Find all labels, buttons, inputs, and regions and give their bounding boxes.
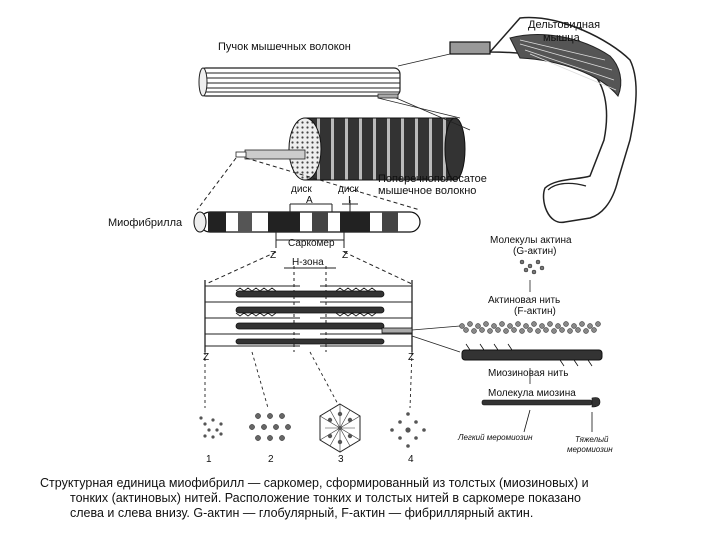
label-actin-molecules-line1: Молекулы актина bbox=[490, 235, 572, 246]
cross-section-4 bbox=[390, 412, 426, 448]
actin-molecules bbox=[519, 259, 545, 275]
label-heavy-meromyosin-line2: меромиозин bbox=[567, 445, 613, 454]
label-disk-i-word: диск bbox=[338, 184, 359, 195]
caption-line-2: тонких (актиновых) нитей. Расположение т… bbox=[70, 491, 581, 505]
label-z-top-left: Z bbox=[270, 250, 276, 261]
label-striated-fiber-line2: мышечное волокно bbox=[378, 185, 476, 197]
label-sarcomere: Саркомер bbox=[288, 238, 335, 249]
sarcomere-filaments bbox=[204, 266, 413, 352]
label-z-top-right: Z bbox=[342, 250, 348, 261]
label-actin-filament-line2: (F-актин) bbox=[514, 306, 556, 317]
cross-section-3 bbox=[319, 403, 361, 453]
label-deltoid-line2: мышца bbox=[543, 32, 581, 44]
label-myosin-filament: Миозиновая нить bbox=[488, 368, 568, 379]
label-light-meromyosin: Легкий меромиозин bbox=[457, 433, 533, 442]
fiber-bundle bbox=[198, 67, 401, 99]
label-disk-a-letter: A bbox=[306, 195, 313, 206]
deltoid-cut bbox=[449, 41, 491, 55]
label-disk-a-word: диск bbox=[291, 184, 312, 195]
label-disk-i-letter: I bbox=[348, 195, 351, 206]
label-section-1: 1 bbox=[206, 454, 212, 465]
label-actin-molecules-line2: (G-актин) bbox=[513, 246, 557, 257]
label-z-bottom-left: Z bbox=[203, 352, 209, 363]
label-heavy-meromyosin-line1: Тяжелый bbox=[575, 435, 609, 444]
myosin-filament bbox=[461, 343, 603, 367]
caption-line-1: Структурная единица миофибрилл — саркоме… bbox=[40, 476, 589, 490]
myofibril bbox=[193, 211, 421, 233]
label-z-bottom-right: Z bbox=[408, 352, 414, 363]
muscle-fiber bbox=[235, 117, 466, 181]
arm-illustration bbox=[488, 16, 637, 223]
label-striated-fiber-line1: Поперечнополосатое bbox=[378, 173, 487, 185]
figure-caption: Структурная единица миофибрилл — саркоме… bbox=[40, 476, 680, 521]
label-section-4: 4 bbox=[408, 454, 414, 465]
myosin-molecule bbox=[481, 397, 601, 433]
caption-line-3: слева и слева внизу. G‑актин — глобулярн… bbox=[70, 506, 534, 520]
actin-filament bbox=[459, 321, 601, 334]
label-section-3: 3 bbox=[338, 454, 344, 465]
label-fiber-bundle: Пучок мышечных волокон bbox=[218, 41, 351, 53]
label-actin-filament-line1: Актиновая нить bbox=[488, 295, 560, 306]
label-deltoid-line1: Дельтовидная bbox=[528, 19, 600, 31]
cross-section-2 bbox=[249, 413, 291, 441]
muscle-structure-diagram: Пучок мышечных волокон Дельтовидная мышц… bbox=[108, 16, 637, 465]
label-section-2: 2 bbox=[268, 454, 274, 465]
cross-section-1 bbox=[199, 416, 223, 439]
label-myofibril: Миофибрилла bbox=[108, 217, 183, 229]
label-h-zone: H-зона bbox=[292, 257, 324, 268]
label-myosin-molecule: Молекула миозина bbox=[488, 388, 576, 399]
